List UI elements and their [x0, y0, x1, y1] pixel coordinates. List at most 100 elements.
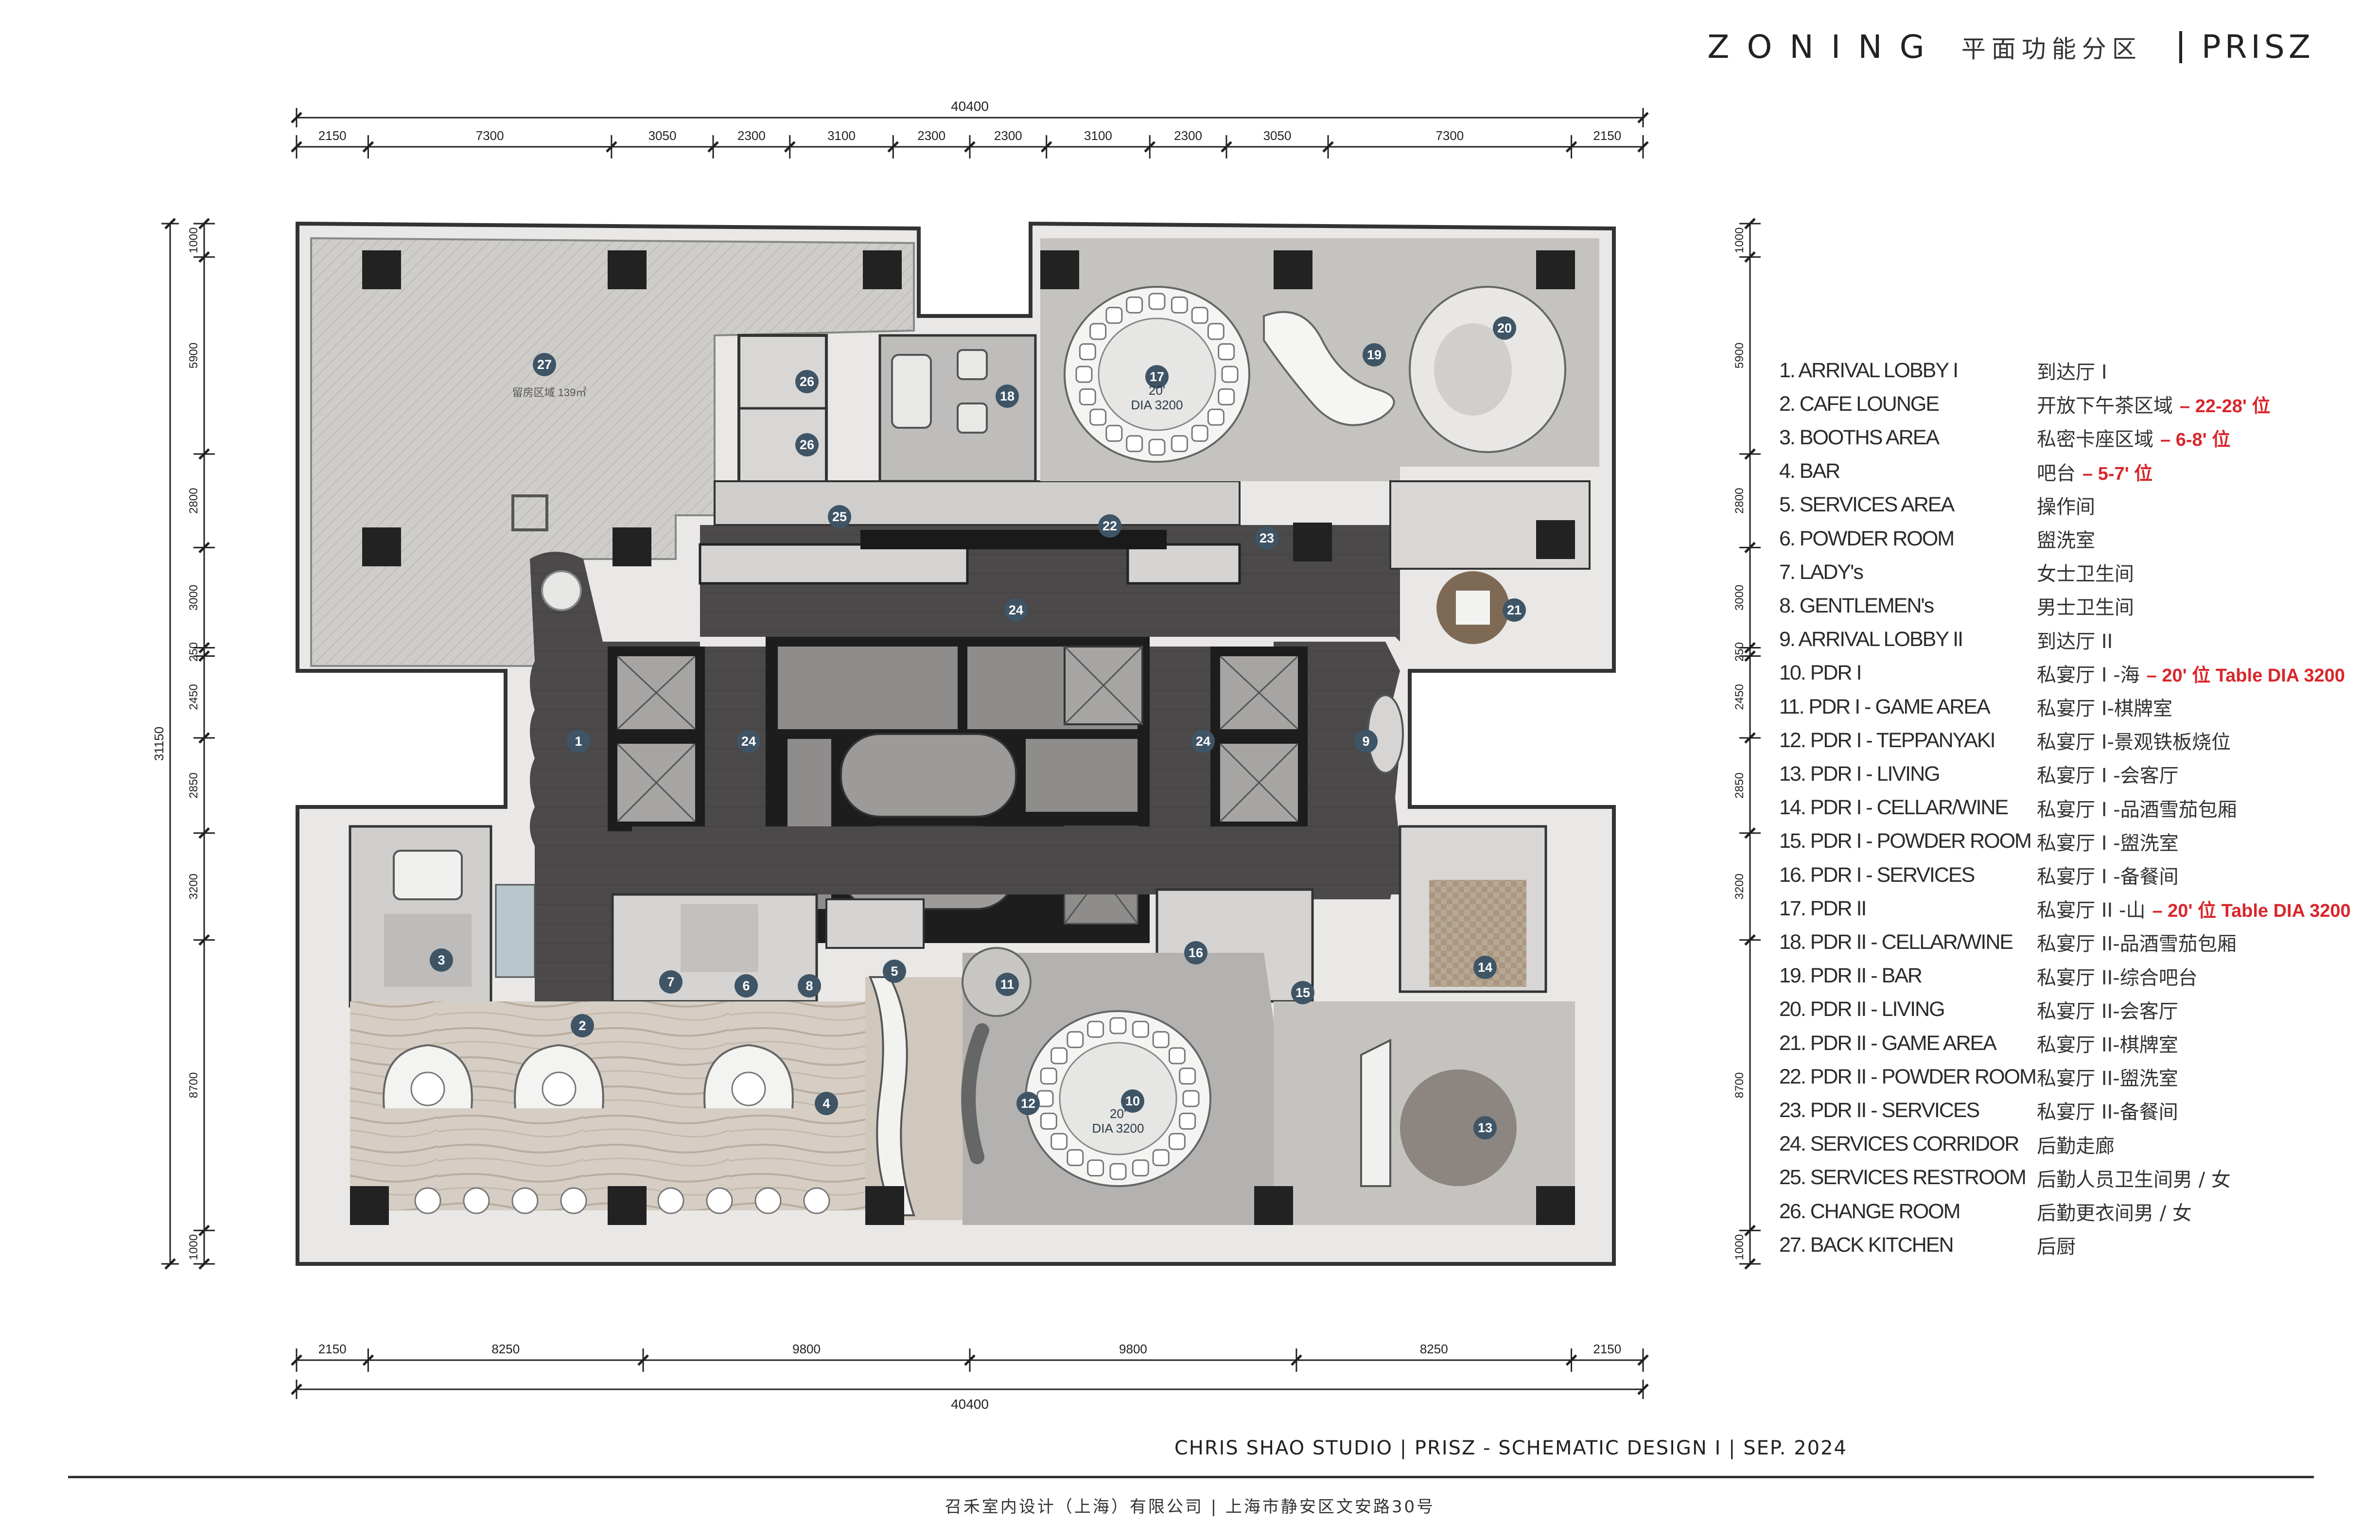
pdr1-table-dia: DIA 3200 — [1092, 1121, 1144, 1136]
zone-marker-circle — [798, 974, 821, 998]
legend-item-cn: 开放下午茶区域– 22-28' 位 — [2037, 395, 2271, 418]
chair — [1168, 1047, 1186, 1065]
dimension-label: 2300 — [737, 128, 766, 143]
zone-marker-label: 11 — [1000, 977, 1015, 992]
change-room-block — [737, 334, 828, 497]
legend-item-cn: 后勤更衣间男 / 女 — [2037, 1202, 2192, 1225]
dimension-label: 2300 — [994, 128, 1022, 143]
teppanyaki-counter — [961, 1023, 989, 1164]
chair — [1105, 424, 1123, 442]
dimension-label: 2150 — [318, 128, 347, 143]
legend-item-cn: 私宴厅 I-景观铁板烧位 — [2037, 731, 2231, 754]
zone-marker-circle — [1016, 1092, 1040, 1115]
lower-services-corridor — [632, 826, 1400, 894]
legend-item-en: 21. PDR II - GAME AREA — [1779, 1031, 1997, 1055]
legend-item-en: 15. PDR I - POWDER ROOM — [1779, 829, 2032, 853]
column — [1536, 1186, 1575, 1225]
zone-marker-label: 3 — [438, 953, 445, 967]
dimension-label: 8700 — [187, 1072, 200, 1098]
zone-marker-label: 23 — [1260, 531, 1274, 545]
column — [1536, 250, 1575, 289]
chair — [1040, 1112, 1057, 1130]
legend-item-capacity: – 22-28' 位 — [2180, 396, 2271, 417]
zone-marker-label: 20 — [1497, 321, 1512, 335]
dimension-label: 250 — [187, 642, 200, 662]
column — [608, 250, 647, 289]
dimension-label: 1000 — [187, 1234, 200, 1260]
legend-item-en: 17. PDR II — [1779, 896, 1867, 920]
chair — [1126, 435, 1143, 453]
legend-item-en: 9. ARRIVAL LOBBY II — [1779, 628, 1963, 651]
legend-item-cn: 私宴厅 II-盥洗室 — [2037, 1068, 2178, 1090]
zone-marker-circle — [996, 385, 1019, 408]
column — [863, 250, 902, 289]
chair — [1040, 1068, 1057, 1085]
column — [1040, 250, 1079, 289]
zone-marker-circle — [795, 370, 819, 393]
zone-marker-label: 12 — [1021, 1096, 1035, 1111]
zone-marker-circle — [1121, 1089, 1144, 1113]
legend-item-cn: 操作间 — [2037, 495, 2095, 518]
legend-item-cn: 私宴厅 II-综合吧台 — [2037, 966, 2198, 989]
chair — [1171, 296, 1188, 314]
dimension-label: 2300 — [917, 128, 945, 143]
legend-item-en: 10. PDR I — [1779, 661, 1862, 685]
zone-marker-label: 26 — [800, 438, 814, 452]
zone-marker-circle — [1354, 730, 1378, 753]
zone-marker-circle — [571, 1014, 594, 1037]
zone-marker-circle — [567, 730, 590, 753]
zone-marker-circle — [735, 974, 758, 998]
chair — [1148, 438, 1166, 456]
zone-marker-circle — [737, 730, 760, 753]
zone-marker-circle — [1184, 941, 1208, 964]
legend-item-cn: 私宴厅 I-棋牌室 — [2037, 698, 2172, 720]
services-area — [825, 898, 925, 949]
dimension-total: 40400 — [951, 1397, 989, 1412]
title-brand: PRISZ — [2201, 28, 2314, 66]
zone-marker-label: 22 — [1102, 519, 1117, 533]
dimension-label: 9800 — [1119, 1342, 1147, 1356]
legend-item-cn: 私宴厅 II -山– 20' 位 Table DIA 3200 — [2037, 899, 2351, 922]
legend-item-en: 3. BOOTHS AREA — [1779, 425, 1940, 449]
dimension-total: 31150 — [152, 727, 166, 761]
legend-item-en: 4. BAR — [1779, 459, 1840, 483]
zone-marker-circle — [430, 948, 453, 972]
chair — [1079, 388, 1096, 405]
chair — [1132, 1159, 1149, 1177]
legend-item-cn: 私宴厅 II-会客厅 — [2037, 1000, 2178, 1023]
chair — [1050, 1047, 1068, 1065]
zone-marker-circle — [828, 505, 851, 528]
services-counter — [699, 543, 969, 585]
pdr1-round-table — [1025, 1010, 1211, 1187]
legend-item-capacity: – 6-8' 位 — [2160, 430, 2231, 451]
column — [1536, 520, 1575, 559]
column — [612, 527, 651, 566]
dimension-label: 8250 — [491, 1342, 520, 1356]
legend-item-cn: 吧台– 5-7' 位 — [2037, 462, 2153, 485]
chair — [1152, 1149, 1170, 1166]
legend-item-en: 12. PDR I - TEPPANYAKI — [1779, 728, 1995, 752]
cafe-table — [706, 1187, 733, 1214]
legend-item-cn: 私宴厅 I -会客厅 — [2037, 765, 2179, 788]
pdr2-living-sofa — [1409, 286, 1566, 453]
zone-marker-circle — [1473, 1116, 1497, 1139]
zone-marker-label: 27 — [537, 357, 552, 372]
legend-item-en: 7. LADY's — [1779, 560, 1864, 584]
zone-marker-label: 5 — [891, 964, 898, 979]
pdr2-chairs — [1075, 293, 1239, 456]
zone-marker-label: 25 — [832, 509, 847, 524]
legend-item-en: 14. PDR I - CELLAR/WINE — [1779, 796, 2009, 820]
dimension-label: 2450 — [187, 684, 200, 710]
dimension-label: 2800 — [187, 488, 200, 514]
column — [362, 250, 401, 289]
cafe-table — [754, 1187, 782, 1214]
zone-marker-label: 24 — [741, 734, 756, 749]
dimension-label: 1000 — [187, 228, 200, 253]
cafe-lounge-seating — [383, 1044, 830, 1214]
pdr2-game-table — [1436, 571, 1509, 644]
dimension-label: 2150 — [1593, 1342, 1621, 1356]
